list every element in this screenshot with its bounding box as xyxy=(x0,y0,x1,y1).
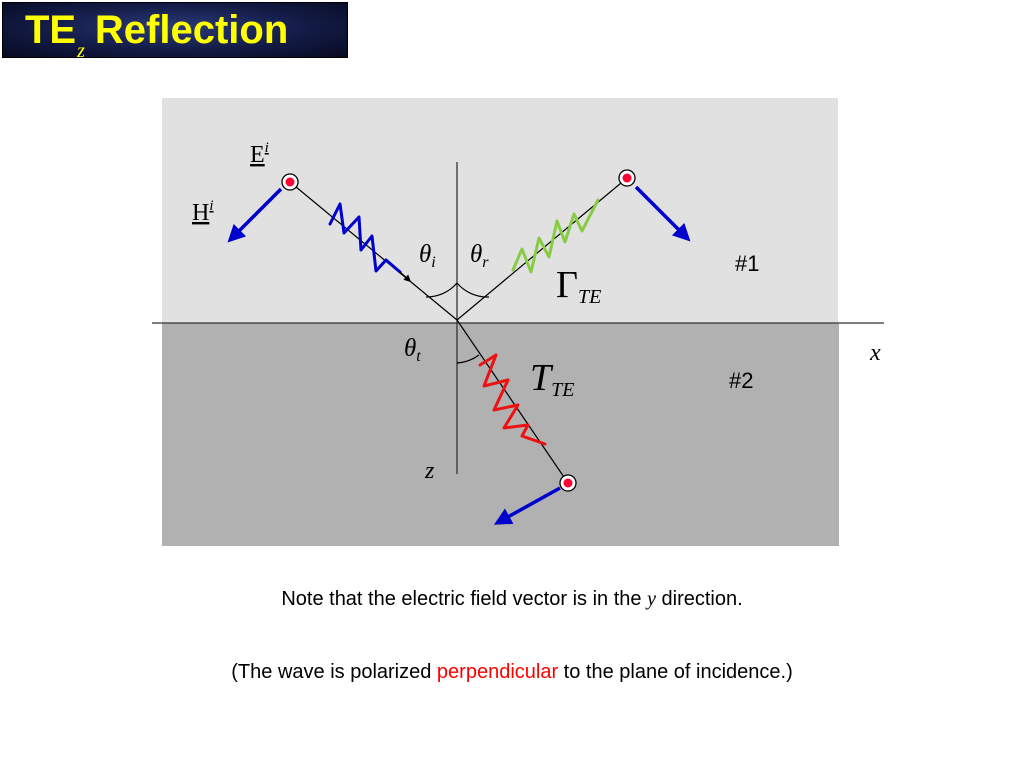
e-field-transmitted-dot xyxy=(559,474,577,492)
region-1-medium xyxy=(162,98,838,323)
slide-title: TEz Reflection xyxy=(25,8,289,62)
theta-t-label: θt xyxy=(404,335,421,365)
region-2-label: #2 xyxy=(729,368,753,393)
note-1-text-a: Note that the electric field vector is i… xyxy=(281,588,648,610)
region-1-label: #1 xyxy=(735,251,759,276)
note-1-variable: y xyxy=(647,588,656,610)
title-rest: Reflection xyxy=(94,8,289,52)
e-field-label: Ei xyxy=(250,140,269,168)
title-banner: TEz Reflection xyxy=(2,2,348,62)
reflected-wave xyxy=(511,198,600,274)
e-field-reflected-dot xyxy=(618,169,636,187)
h-field-incident-arrow xyxy=(227,187,283,243)
theta-t-arc xyxy=(456,354,480,364)
transmitted-wave xyxy=(478,353,547,446)
note-2-text-a: (The wave is polarized xyxy=(231,661,437,683)
incident-wave-arrow xyxy=(399,271,412,282)
region-2-medium xyxy=(162,323,839,546)
reflection-coefficient-label: ΓTE xyxy=(556,264,601,308)
h-field-reflected-arrow xyxy=(634,185,691,242)
theta-i-label: θi xyxy=(419,241,436,271)
theta-r-label: θr xyxy=(470,241,489,271)
z-axis-label: z xyxy=(424,458,435,484)
x-axis-label: x xyxy=(869,340,881,366)
note-1-text-b: direction. xyxy=(655,588,743,610)
e-field-incident-dot xyxy=(281,173,299,191)
transmitted-ray xyxy=(456,319,569,484)
incident-wave xyxy=(328,202,402,274)
title-subscript: z xyxy=(77,40,85,62)
title-main: TE xyxy=(25,8,77,52)
h-field-label: Hi xyxy=(192,198,214,226)
note-2-highlight: perpendicular xyxy=(436,661,559,683)
note-electric-field: Note that the electric field vector is i… xyxy=(0,588,1024,611)
note-polarization: (The wave is polarized perpendicular to … xyxy=(0,661,1024,684)
theta-r-arc xyxy=(456,282,490,298)
h-field-transmitted-arrow xyxy=(493,486,561,525)
note-2-text-b: to the plane of incidence.) xyxy=(558,661,793,683)
transmission-coefficient-label: TTE xyxy=(530,357,574,401)
theta-i-arc xyxy=(425,282,458,298)
